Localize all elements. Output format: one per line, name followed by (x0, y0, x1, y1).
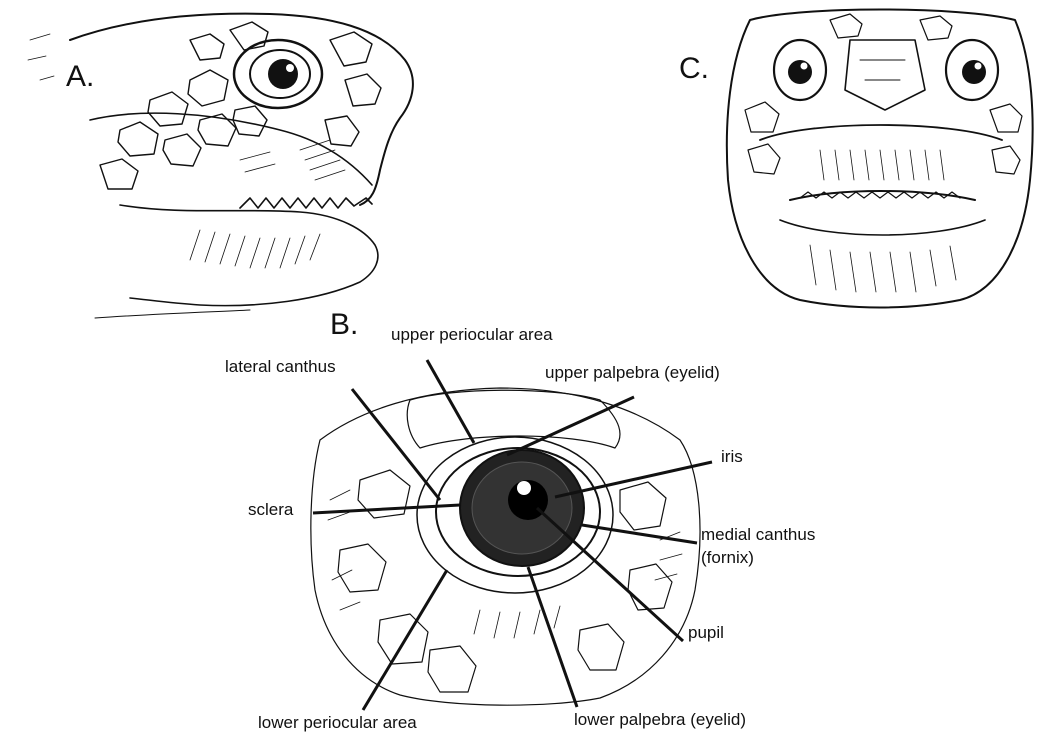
label-lower-periocular-area: lower periocular area (258, 713, 417, 733)
leader-iris (555, 462, 712, 497)
label-upper-palpebra: upper palpebra (eyelid) (545, 363, 720, 383)
label-lateral-canthus: lateral canthus (225, 357, 336, 377)
label-sclera: sclera (248, 500, 293, 520)
leader-upper-periocular (427, 360, 474, 443)
label-iris: iris (721, 447, 743, 467)
label-fornix: (fornix) (701, 548, 754, 568)
label-medial-canthus: medial canthus (701, 525, 815, 545)
label-pupil: pupil (688, 623, 724, 643)
leader-lower-periocular (363, 570, 447, 710)
leader-upper-palpebra (507, 397, 634, 455)
leader-medial-canthus (582, 525, 697, 543)
label-upper-periocular-area: upper periocular area (391, 325, 553, 345)
label-lower-palpebra: lower palpebra (eyelid) (574, 710, 746, 730)
leader-lateral-canthus (352, 389, 440, 500)
leader-sclera (313, 505, 460, 513)
leader-lower-palpebra (528, 567, 577, 707)
